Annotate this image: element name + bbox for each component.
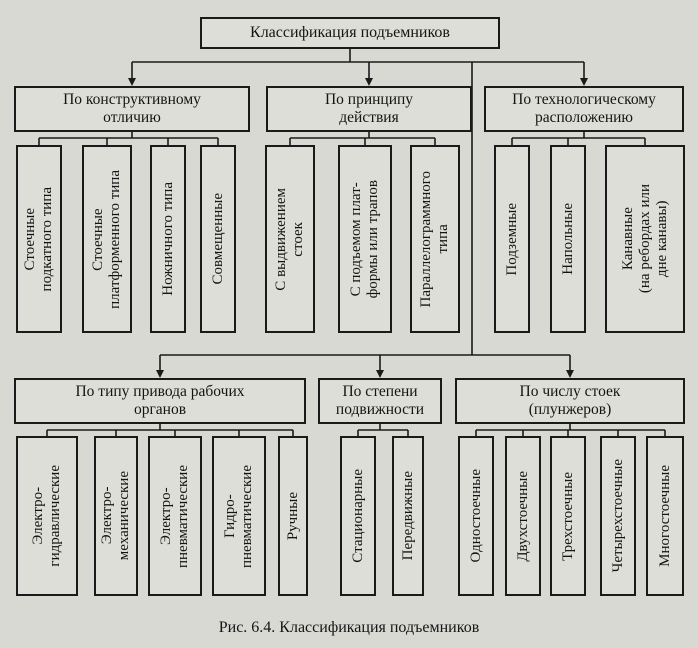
arrowhead bbox=[580, 78, 588, 86]
item-label: Двухстоечные bbox=[514, 470, 531, 562]
item-label: Совмещенные bbox=[209, 193, 226, 285]
item-four-column: Четырехстоечные bbox=[600, 436, 636, 596]
item-label: Канавные (на ребордах или дне канавы) bbox=[619, 184, 670, 294]
figure-caption: Рис. 6.4. Классификация подъемников bbox=[218, 619, 480, 636]
item-label: Многостоечные bbox=[656, 465, 673, 567]
arrowhead bbox=[156, 370, 164, 378]
item-label: Электро- пневматические bbox=[158, 464, 191, 568]
item-electro-pneumatic: Электро- пневматические bbox=[148, 436, 202, 596]
item-label: Электро- механические bbox=[99, 471, 132, 561]
item-label: С подъемом плат- формы или трапов bbox=[348, 179, 381, 299]
item-floor: Напольные bbox=[550, 145, 586, 333]
item-label: Стоечные подкатного типа bbox=[22, 186, 55, 292]
group-drive-type: По типу привода рабочих органов bbox=[14, 378, 306, 424]
item-electro-mechanical: Электро- механические bbox=[94, 436, 138, 596]
item-label: Стоечные платформенного типа bbox=[90, 169, 123, 309]
item-label: Параллелограммного типа bbox=[418, 170, 451, 308]
item-pit: Канавные (на ребордах или дне канавы) bbox=[605, 145, 685, 333]
arrowhead bbox=[365, 78, 373, 86]
group-technological-location: По технологическому расположению bbox=[484, 86, 684, 132]
group-design-difference: По конструктивному отличию bbox=[14, 86, 250, 132]
item-mobile: Передвижные bbox=[392, 436, 424, 596]
item-roll-in-column: Стоечные подкатного типа bbox=[16, 145, 62, 333]
item-label: Передвижные bbox=[399, 471, 416, 561]
item-label: Одностоечные bbox=[467, 469, 484, 563]
item-label: Гидро- пневматические bbox=[222, 464, 255, 568]
item-extending-columns: С выдвижением стоек bbox=[265, 145, 315, 333]
item-hydro-pneumatic: Гидро- пневматические bbox=[212, 436, 266, 596]
arrowhead bbox=[566, 370, 574, 378]
item-platform-column: Стоечные платформенного типа bbox=[82, 145, 132, 333]
item-label: Четырехстоечные bbox=[609, 459, 626, 573]
item-stationary: Стационарные bbox=[340, 436, 376, 596]
item-label: С выдвижением стоек bbox=[273, 187, 306, 291]
item-scissor: Ножничного типа bbox=[150, 145, 186, 333]
item-manual: Ручные bbox=[278, 436, 308, 596]
group-mobility: По степени подвижности bbox=[318, 378, 442, 424]
group-column-count: По числу стоек (плунжеров) bbox=[455, 378, 685, 424]
item-underground: Подземные bbox=[494, 145, 530, 333]
group-operating-principle: По принципу действия bbox=[266, 86, 472, 132]
item-single-column: Одностоечные bbox=[458, 436, 494, 596]
item-combined: Совмещенные bbox=[200, 145, 236, 333]
root-box: Классификация подъемников bbox=[200, 17, 500, 49]
item-platform-or-ramp-lift: С подъемом плат- формы или трапов bbox=[338, 145, 392, 333]
item-label: Напольные bbox=[559, 203, 576, 275]
item-two-column: Двухстоечные bbox=[505, 436, 541, 596]
item-multi-column: Многостоечные bbox=[646, 436, 684, 596]
item-label: Ножничного типа bbox=[159, 182, 176, 296]
item-electro-hydraulic: Электро- гидравлические bbox=[16, 436, 78, 596]
item-label: Ручные bbox=[284, 491, 301, 541]
item-label: Подземные bbox=[503, 202, 520, 276]
arrowhead bbox=[128, 78, 136, 86]
item-label: Электро- гидравлические bbox=[30, 465, 63, 567]
item-label: Стационарные bbox=[349, 469, 366, 563]
arrowhead bbox=[376, 370, 384, 378]
item-parallelogram: Параллелограммного типа bbox=[410, 145, 460, 333]
item-label: Трехстоечные bbox=[559, 471, 576, 561]
item-three-column: Трехстоечные bbox=[550, 436, 586, 596]
